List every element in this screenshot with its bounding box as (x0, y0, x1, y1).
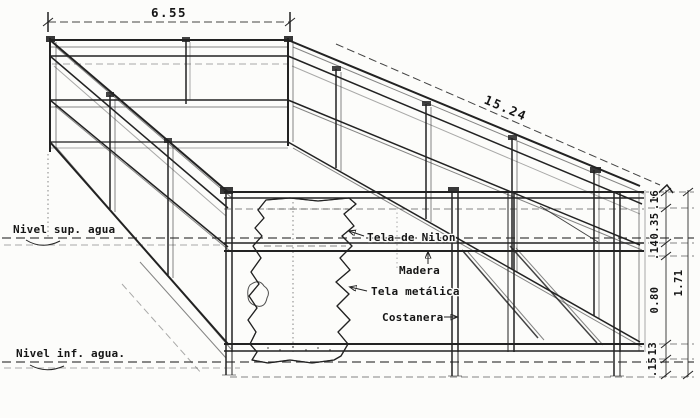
left-side-wall (49, 39, 233, 375)
dim-leg: .15 (647, 357, 659, 377)
torn-mesh-area (247, 197, 357, 364)
dimension-height-chain: .16 0.35 .14 0.80 .13 .15 1.71 (230, 187, 694, 380)
label-lower-water-level: Nivel inf. agua. (16, 347, 125, 360)
dimension-top-width: 6.55 (42, 4, 296, 32)
label-upper-water-level: Nivel sup. agua (13, 223, 115, 236)
label-metal-mesh: Tela metálica (371, 285, 460, 298)
right-side-wall (287, 39, 645, 348)
dim-mid-rail: .14 (649, 240, 661, 260)
water-level-lines (2, 154, 694, 371)
dim-bottom-rail: .13 (647, 342, 659, 362)
dimension-top-width-value: 6.55 (151, 5, 187, 20)
dim-top-rail: .16 (649, 190, 661, 210)
dim-total-height: 1.71 (673, 270, 685, 297)
dimension-side-length: 15.24 (335, 43, 674, 200)
dim-freeboard: 0.35 (649, 213, 661, 240)
far-end-frame (46, 36, 294, 152)
mesh-dark-blob (247, 281, 269, 307)
dim-submerged-depth: 0.80 (649, 287, 661, 314)
label-stringer: Costanera (382, 311, 443, 324)
component-labels: Tela de Nilon Madera Tela metálica Costa… (12, 222, 461, 362)
tear-outline (247, 197, 357, 364)
front-face-frame (220, 187, 646, 377)
label-nylon-mesh: Tela de Nilon (367, 231, 456, 244)
dimension-side-length-value: 15.24 (482, 92, 529, 124)
label-wood: Madera (399, 264, 440, 277)
